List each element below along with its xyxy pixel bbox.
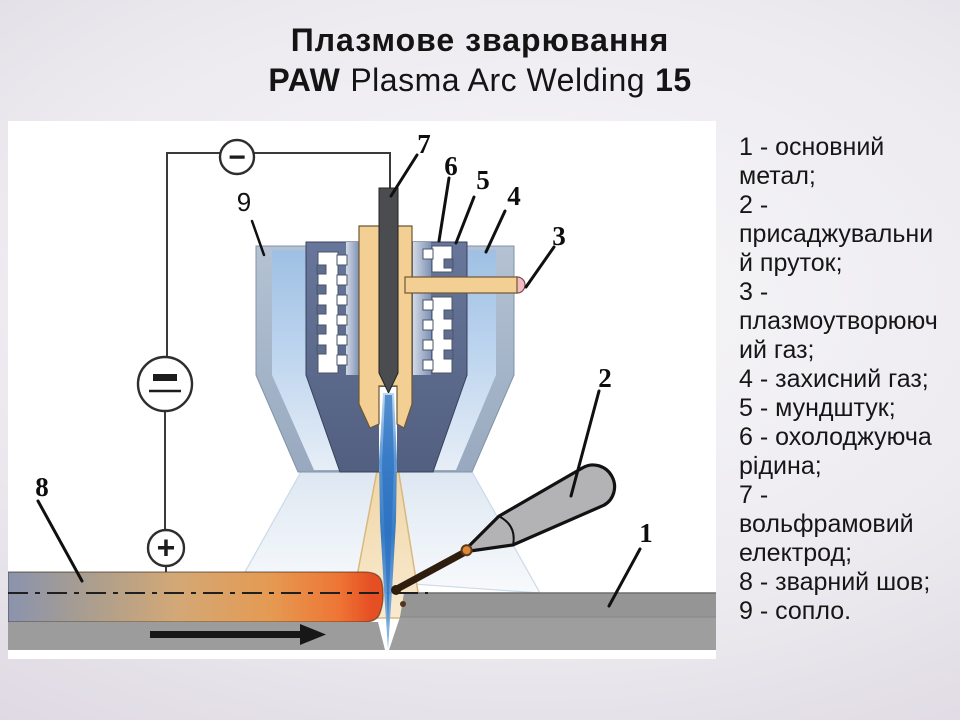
base-plate-right [400, 593, 716, 617]
legend-item: 9 - сопло. [739, 597, 852, 625]
svg-text:+: + [157, 529, 176, 565]
legend-item: 2 - присаджувальний пруток; [739, 191, 934, 277]
weld-droplet [400, 601, 406, 607]
legend: 1 - основний метал;2 - присаджувальний п… [739, 133, 940, 626]
label-9: 9 [237, 187, 251, 217]
legend-item: 6 - охолоджуюча рідина; [739, 423, 932, 480]
label-3: 3 [552, 221, 566, 251]
subtitle-text: Plasma Arc Welding [350, 62, 646, 98]
positive-terminal-icon: + [146, 528, 186, 568]
diagram-panel: − + [7, 121, 716, 659]
leader-lines [36, 153, 642, 608]
legend-item: 1 - основний метал; [739, 133, 885, 190]
slide-title: Плазмове зварювання [290, 22, 670, 58]
legend-item: 8 - зварний шов; [739, 568, 931, 596]
inner-liner-left [346, 242, 359, 375]
welding-diagram: − + [7, 129, 716, 650]
label-7: 7 [417, 129, 431, 159]
legend-item: 7 - вольфрамовий електрод; [739, 481, 914, 567]
leader-line-8 [36, 499, 84, 583]
slide-number: 15 [655, 62, 692, 98]
legend-item: 5 - мундштук; [739, 394, 896, 422]
leader-line-6 [437, 176, 451, 243]
legend-item: 3 - плазмоутворюючий газ; [739, 278, 938, 364]
filler-wire [391, 547, 471, 595]
leader-line-3 [524, 245, 556, 289]
number-labels: 7 6 5 4 3 2 1 8 9 [35, 129, 653, 548]
power-source-icon [136, 355, 194, 413]
label-4: 4 [507, 181, 521, 211]
label-2: 2 [598, 363, 612, 393]
leader-line-5 [454, 195, 476, 245]
leader-line-9 [250, 219, 266, 257]
plasma-jet [379, 393, 397, 649]
cooling-channel-left [316, 251, 348, 374]
workpiece [7, 571, 716, 650]
legend-item: 4 - захисний газ; [739, 365, 929, 393]
cooling-channel-right-lower [422, 296, 454, 374]
svg-text:−: − [228, 141, 246, 174]
leader-line-1 [607, 547, 642, 608]
weld-seam [7, 571, 384, 623]
label-6: 6 [444, 151, 458, 181]
label-1: 1 [639, 518, 653, 548]
label-8: 8 [35, 472, 49, 502]
negative-terminal-icon: − [218, 138, 256, 176]
tungsten-electrode [378, 187, 399, 395]
travel-direction-arrow [150, 624, 326, 645]
base-plate-right-lower [389, 617, 716, 650]
leader-line-4 [484, 209, 507, 254]
filler-rod [460, 463, 617, 557]
plasma-gas-tube [404, 276, 526, 294]
subtitle-abbr: PAW [268, 62, 341, 98]
label-5: 5 [476, 165, 490, 195]
leader-line-7 [389, 153, 419, 198]
leader-line-2 [569, 389, 601, 498]
cooling-channel-right-upper [422, 245, 454, 273]
